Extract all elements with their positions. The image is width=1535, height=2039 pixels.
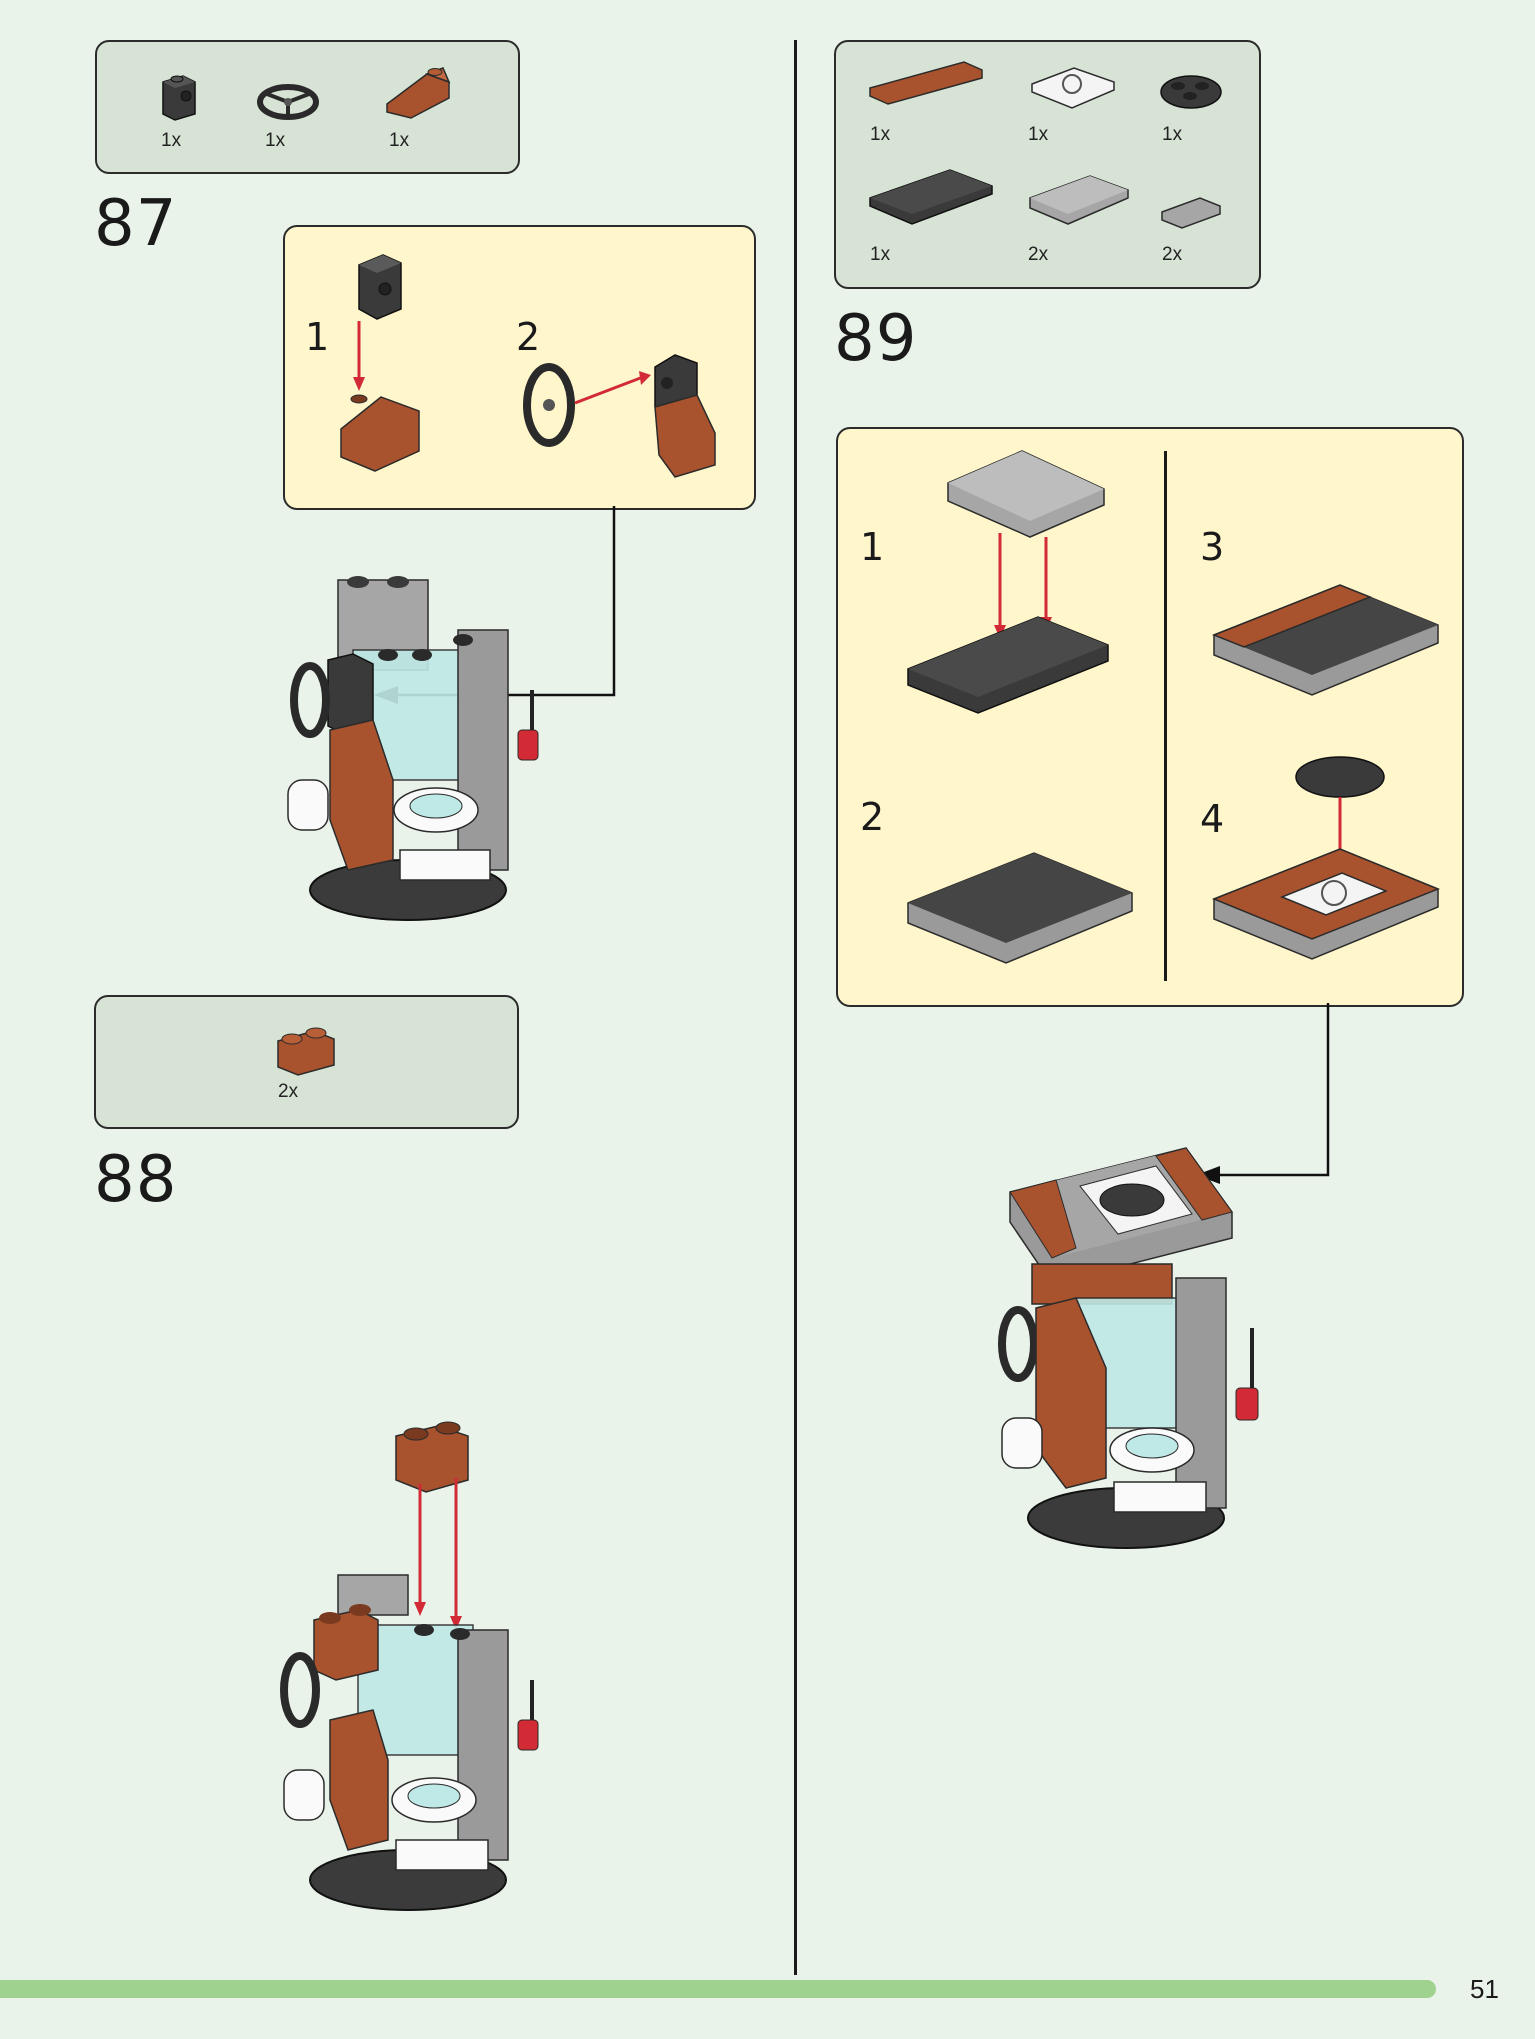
black-round-plate-icon — [1160, 75, 1222, 109]
sub-step-number: 1 — [860, 525, 885, 569]
reddish-brown-round-brick-1x2-icon — [277, 1027, 335, 1076]
step-number: 88 — [94, 1143, 178, 1217]
step-88-model-illustration — [280, 1421, 539, 1911]
page-progress-bar — [0, 1980, 1436, 1998]
black-bracket-brick-icon — [162, 75, 196, 121]
part-qty: 2x — [1162, 244, 1183, 265]
brown-tile-on-plates-illustration — [1211, 584, 1439, 696]
part-qty: 1x — [870, 244, 891, 265]
reddish-brown-slope-icon — [386, 67, 451, 119]
part-qty: 1x — [389, 130, 410, 151]
black-plate-2x4-icon — [869, 169, 993, 225]
white-printed-tile-icon — [1031, 67, 1115, 109]
step-89-parts-box: 1x 1x 1x 1x 2x 2x — [834, 40, 1261, 289]
sub-step-number: 2 — [860, 795, 885, 839]
step-number: 87 — [94, 187, 178, 261]
step-88-parts-box: 2x — [94, 995, 519, 1129]
steering-wheel-icon — [257, 84, 319, 120]
part-qty: 1x — [265, 130, 286, 151]
sub-step-number: 4 — [1200, 797, 1225, 841]
sub-step-number: 2 — [516, 315, 541, 359]
step-87-model-illustration — [287, 576, 539, 921]
assembled-plates-illustration — [907, 852, 1133, 964]
step-89-callout: 1 2 3 4 — [836, 427, 1464, 1007]
part-qty: 1x — [1028, 124, 1049, 145]
gray-plate-onto-black-plate-illustration — [907, 450, 1109, 714]
step-87-parts-box: 1x 1x 1x — [95, 40, 520, 174]
wheel-onto-bracket-illustration — [523, 354, 716, 478]
page-number: 51 — [1470, 1974, 1499, 2004]
part-qty: 1x — [870, 124, 891, 145]
part-qty: 1x — [1162, 124, 1183, 145]
step-87-callout: 1 2 — [283, 225, 756, 510]
step-number: 89 — [834, 302, 918, 376]
part-qty: 1x — [161, 130, 182, 151]
gray-tile-1x2-icon — [1161, 197, 1221, 229]
round-plate-on-tile-illustration — [1211, 756, 1441, 960]
column-divider — [794, 40, 797, 1975]
callout-divider — [1164, 451, 1167, 981]
sub-step-number: 3 — [1200, 525, 1225, 569]
part-qty: 2x — [1028, 244, 1049, 265]
reddish-brown-tile-1x4-icon — [869, 61, 983, 105]
gray-plate-2x3-icon — [1029, 175, 1129, 225]
part-qty: 2x — [278, 1081, 299, 1102]
step-89-model-illustration — [998, 1147, 1259, 1549]
sub-step-number: 1 — [305, 315, 330, 359]
bracket-onto-slope-illustration — [340, 254, 420, 472]
